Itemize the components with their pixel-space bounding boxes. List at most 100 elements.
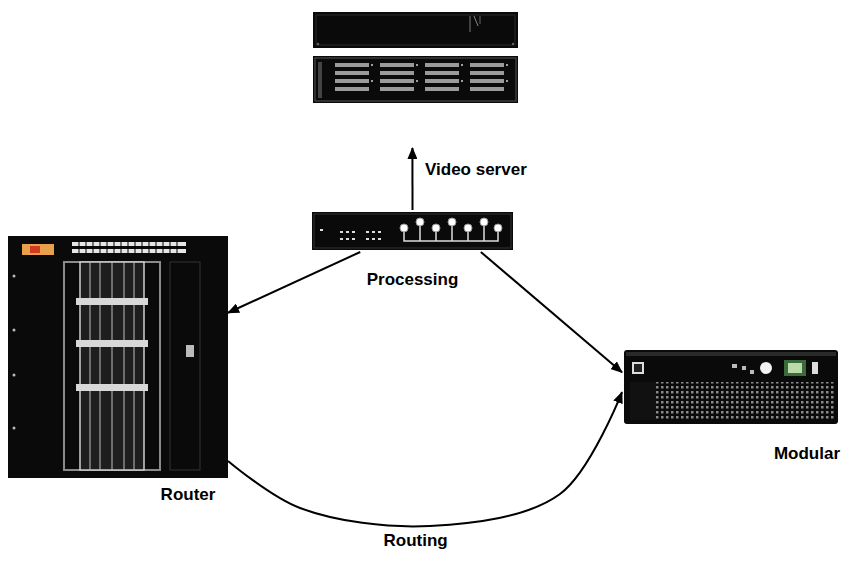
video-server-disk-unit-part	[315, 58, 516, 101]
processing-unit-part	[372, 231, 375, 233]
router-chassis-part	[76, 298, 148, 391]
video-server-top-unit-part	[512, 43, 514, 45]
processing-unit-part	[480, 218, 488, 226]
router-chassis-part	[72, 249, 186, 253]
video-server: Video server	[313, 10, 518, 148]
device-label: Processing	[312, 270, 513, 290]
router-chassis-part	[114, 242, 115, 253]
flow-arrow	[228, 392, 622, 526]
modular-chassis-part	[732, 364, 737, 368]
edge-label: Routing	[381, 531, 451, 551]
processing-unit-part	[464, 224, 472, 232]
video-server-disk-unit-part	[371, 64, 373, 66]
modular-chassis-part	[788, 363, 802, 373]
video-server-disk-unit-part	[371, 80, 373, 82]
flow-arrow	[411, 148, 413, 210]
router-chassis-part	[80, 262, 144, 470]
modular-chassis-part	[634, 364, 642, 372]
router-chassis-part	[13, 275, 16, 278]
modular-chassis: Modular	[622, 348, 840, 424]
modular-chassis-part	[760, 362, 772, 374]
modular-chassis-part	[812, 362, 818, 374]
router-chassis-part	[170, 242, 171, 253]
processing-unit: Processing	[312, 210, 513, 252]
router-chassis-part	[13, 374, 16, 377]
video-server-disk-unit-part	[380, 71, 414, 75]
router-chassis-part	[135, 242, 136, 253]
video-server-disk-unit-part	[425, 87, 459, 91]
video-server-top-unit-part	[480, 16, 481, 24]
processing-unit-part	[400, 224, 408, 232]
processing-unit-part	[320, 229, 323, 231]
video-server-disk-unit-part	[318, 62, 322, 98]
processing-unit-part	[400, 218, 502, 232]
router-chassis	[8, 236, 228, 478]
modular-chassis-part	[750, 370, 754, 374]
video-server-disk-unit-part	[371, 64, 508, 82]
processing-unit-part	[372, 238, 375, 240]
router-chassis-part	[72, 242, 186, 246]
video-server-disk-unit-part	[416, 64, 418, 66]
router-chassis-part	[177, 242, 178, 253]
video-server-disk-unit	[313, 56, 518, 103]
router-chassis-part	[90, 262, 91, 470]
router-chassis-part	[100, 262, 101, 470]
video-server-top-unit-part	[474, 16, 478, 26]
router-chassis-part	[186, 345, 194, 357]
router-chassis-part	[121, 242, 122, 253]
video-server-disk-unit-part	[470, 87, 504, 91]
video-server-disk-unit-part	[470, 79, 504, 83]
router-chassis-part	[134, 262, 135, 470]
video-server-disk-unit-part	[335, 71, 369, 75]
modular-chassis-part	[630, 382, 656, 420]
modular-chassis-part	[632, 362, 644, 374]
router-chassis-part	[90, 262, 134, 470]
video-server-disk-unit-part	[335, 79, 369, 83]
video-server-disk-unit-part	[380, 87, 414, 91]
router-chassis-part	[170, 262, 200, 470]
video-server-disk-unit-part	[461, 80, 463, 82]
processing-unit-part	[366, 238, 369, 240]
device-label: Video server	[425, 160, 535, 180]
router-chassis-part	[13, 275, 195, 430]
router-chassis-part	[30, 246, 40, 253]
router-chassis-part	[13, 329, 16, 332]
processing-unit-part	[314, 214, 511, 248]
modular-chassis-part	[626, 352, 836, 356]
video-server-disk-unit-part	[470, 71, 504, 75]
processing-unit-part	[432, 224, 440, 232]
router-chassis-part	[142, 242, 143, 253]
video-server-disk-unit-part	[425, 63, 459, 67]
router-chassis-part	[8, 236, 228, 478]
video-server-top-unit-part	[313, 12, 518, 48]
video-server-disk-unit-part	[470, 63, 504, 67]
router-chassis-part	[107, 242, 108, 253]
video-server-disk-unit-part	[335, 63, 369, 67]
flow-arrow	[228, 252, 360, 313]
router-chassis-part	[76, 340, 148, 347]
video-server-disk-unit-part	[425, 71, 459, 75]
router-chassis-part	[22, 244, 54, 255]
router-chassis-part	[64, 262, 160, 470]
processing-unit-part	[378, 238, 381, 240]
processing-unit-part	[378, 231, 381, 233]
modular-chassis-part	[742, 366, 746, 370]
processing-unit-part	[416, 218, 424, 226]
video-server-disk-unit-part	[506, 80, 508, 82]
video-server-disk-unit-part	[380, 79, 414, 83]
processing-unit	[312, 212, 513, 250]
video-server-top-unit	[313, 12, 518, 48]
router-chassis-part	[72, 242, 186, 253]
video-server-disk-unit-part	[380, 63, 414, 67]
video-server-disk-unit-part	[461, 64, 463, 66]
router: Router	[8, 235, 228, 478]
video-server-top-unit-part	[316, 15, 515, 45]
router-chassis-part	[124, 262, 125, 470]
processing-unit-part	[340, 238, 343, 240]
router-chassis-part	[112, 262, 113, 470]
video-server-disk-unit-part	[425, 79, 459, 83]
video-server-disk-unit-part	[335, 87, 369, 91]
router-chassis-part	[79, 242, 177, 253]
router-chassis-part	[156, 242, 157, 253]
